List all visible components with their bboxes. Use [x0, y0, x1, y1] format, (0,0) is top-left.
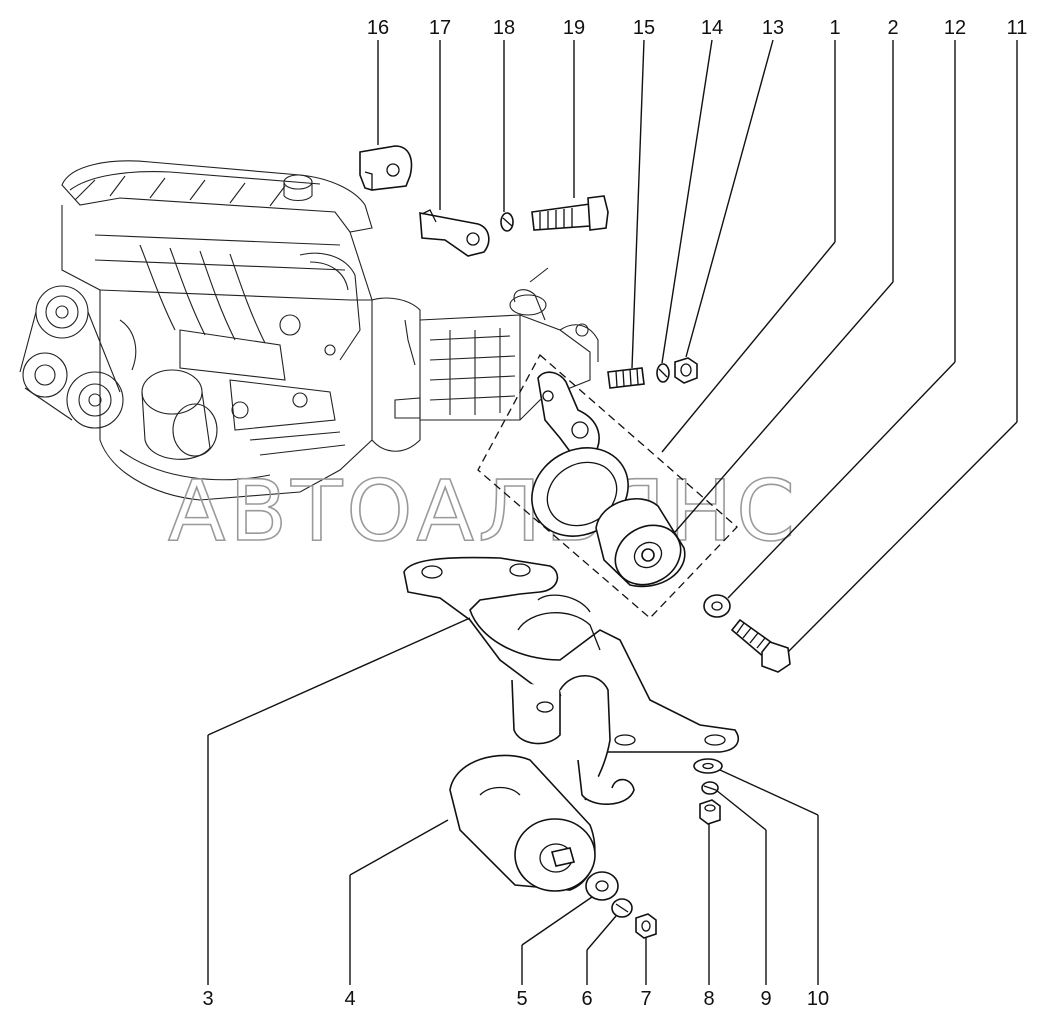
- part-16-bracket: [359, 145, 413, 191]
- callout-4: 4: [344, 988, 355, 1010]
- engine-illustration: [19, 160, 599, 501]
- callout-14: 14: [701, 17, 723, 39]
- callout-6: 6: [581, 988, 592, 1010]
- part-4-silent-block: [449, 754, 596, 892]
- part-5-washer: [585, 871, 619, 901]
- leader-lines: [207, 39, 1018, 985]
- part-10-washer: [693, 758, 723, 774]
- part-1-bushing: [595, 497, 686, 588]
- callout-1: 1: [829, 17, 840, 39]
- assembly-1-frame: [477, 353, 738, 619]
- part-18-washer: [500, 212, 514, 232]
- callout-13: 13: [762, 17, 784, 39]
- part-13-nut: [674, 357, 698, 384]
- callout-10: 10: [807, 988, 829, 1010]
- callout-15: 15: [633, 17, 655, 39]
- part-19-bolt: [531, 195, 609, 231]
- part-8-nut: [699, 799, 721, 825]
- part-6-washer: [611, 898, 633, 918]
- callout-7: 7: [640, 988, 651, 1010]
- callout-2: 2: [887, 17, 898, 39]
- part-15-stud: [607, 367, 645, 389]
- watermark-text: АВТОАЛЬЯНС: [168, 462, 799, 560]
- callout-12: 12: [944, 17, 966, 39]
- part-14-washer: [656, 363, 670, 383]
- callout-5: 5: [516, 988, 527, 1010]
- callout-18: 18: [493, 17, 515, 39]
- callout-11: 11: [1007, 17, 1028, 39]
- part-3-bracket: [403, 556, 739, 805]
- part-9-washer: [701, 781, 719, 795]
- callout-8: 8: [703, 988, 714, 1010]
- callout-19: 19: [563, 17, 585, 39]
- callout-9: 9: [760, 988, 771, 1010]
- callout-labels: 16 17 18 19 15 14 13 1 2 12 11 3 4 5 6 7…: [202, 17, 1027, 1010]
- callout-16: 16: [367, 17, 389, 39]
- part-12-washer: [703, 594, 731, 618]
- callout-17: 17: [429, 17, 451, 39]
- callout-3: 3: [202, 988, 213, 1010]
- part-11-bolt: [730, 618, 791, 673]
- part-7-nut: [635, 913, 657, 939]
- part-17-bracket: [419, 209, 490, 257]
